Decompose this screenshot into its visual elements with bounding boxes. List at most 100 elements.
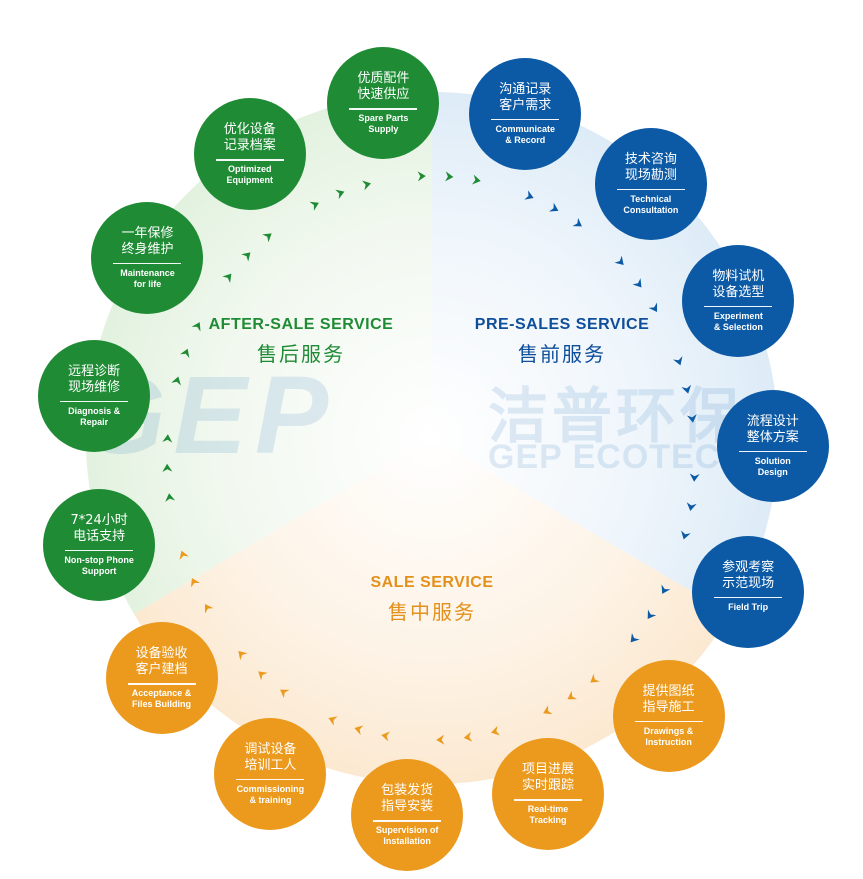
node-label-en: Real-time Tracking	[527, 804, 569, 826]
flow-arrow	[191, 322, 201, 332]
node-label-zh: 设备验收 客户建档	[135, 646, 188, 678]
node-divider	[513, 799, 582, 801]
flow-arrow	[567, 690, 577, 700]
node-commissioning-training: 调试设备 培训工人 Commissioning & training	[214, 718, 327, 831]
node-label-en: Commissioning & training	[236, 784, 305, 806]
node-divider	[714, 597, 783, 599]
node-label-en: Communicate & Record	[495, 123, 556, 145]
node-label-zh: 优质配件 快速供应	[357, 71, 410, 103]
flow-arrow	[661, 584, 671, 594]
flow-arrow	[354, 725, 364, 736]
sale-title: SALE SERVICE 售中服务	[352, 574, 512, 625]
after-sale-title-zh: 售后服务	[257, 342, 345, 366]
watermark-en: GEP ECOTECH	[488, 438, 746, 476]
flow-arrow	[309, 201, 319, 211]
flow-arrow	[328, 716, 338, 726]
node-field-trip: 参观考察 示范现场 Field Trip	[692, 536, 805, 649]
flow-arrow	[632, 278, 642, 288]
node-real-time-tracking: 项目进展 实时跟踪 Real-time Tracking	[491, 738, 604, 851]
flow-arrow	[162, 463, 173, 472]
flow-arrow	[686, 502, 697, 511]
after-sale-title-en: AFTER-SALE SERVICE	[208, 316, 394, 333]
node-label-en: Solution Design	[754, 455, 791, 477]
flow-arrow	[171, 376, 181, 386]
node-label-en: Technical Consultation	[623, 193, 679, 215]
node-drawings-instruction: 提供图纸 指导施工 Drawings & Instruction	[612, 659, 725, 772]
node-label-zh: 参观考察 示范现场	[722, 560, 775, 592]
pre-sales-title: PRE-SALES SERVICE 售前服务	[462, 316, 662, 367]
node-label-zh: 远程诊断 现场维修	[68, 363, 121, 395]
flow-arrow	[417, 171, 426, 182]
node-label-zh: 提供图纸 指导施工	[642, 683, 695, 715]
node-diagnosis-repair: 远程诊断 现场维修 Diagnosis & Repair	[38, 339, 151, 452]
node-label-en: Acceptance & Files Building	[131, 688, 192, 710]
flow-arrow	[648, 302, 658, 312]
flow-arrow	[436, 734, 445, 745]
flow-arrow	[689, 473, 700, 482]
node-acceptance-files: 设备验收 客户建档 Acceptance & Files Building	[105, 622, 218, 735]
flow-arrow	[445, 171, 454, 182]
node-divider	[491, 118, 560, 121]
pre-sales-title-en: PRE-SALES SERVICE	[474, 316, 650, 333]
node-spare-parts: 优质配件 快速供应 Spare Parts Supply	[327, 47, 440, 160]
node-divider	[215, 159, 284, 161]
flow-arrow	[630, 633, 640, 643]
node-maintenance-life: 一年保修 终身维护 Maintenance for life	[91, 201, 204, 314]
sale-title-zh: 售中服务	[388, 600, 476, 624]
flow-arrow	[647, 609, 657, 620]
node-label-zh: 技术咨询 现场勘测	[624, 151, 677, 183]
flow-arrow	[686, 414, 697, 423]
flow-arrow	[381, 731, 391, 742]
node-label-zh: 物料试机 设备选型	[712, 269, 765, 301]
flow-arrows	[162, 171, 700, 745]
flow-arrow	[190, 578, 200, 588]
node-label-en: Maintenance for life	[120, 267, 175, 289]
flow-arrow	[681, 530, 691, 540]
flow-arrow	[614, 255, 624, 265]
flow-arrow	[572, 217, 582, 227]
node-label-zh: 7*24小时 电话支持	[70, 512, 128, 544]
flow-arrow	[179, 550, 189, 560]
flow-arrow	[222, 273, 232, 283]
node-divider	[349, 108, 418, 110]
flow-arrow	[362, 180, 371, 191]
flow-arrow	[673, 356, 683, 366]
node-divider	[65, 549, 134, 551]
node-label-en: Drawings & Instruction	[643, 725, 694, 747]
flow-arrow	[590, 673, 600, 683]
node-divider	[738, 450, 807, 452]
node-label-zh: 调试设备 培训工人	[244, 742, 297, 774]
flow-arrow	[258, 671, 268, 681]
flow-arrow	[165, 493, 176, 502]
node-divider	[127, 683, 196, 685]
flow-arrow	[549, 202, 559, 212]
node-label-zh: 沟通记录 客户需求	[499, 81, 552, 113]
node-divider	[60, 400, 129, 403]
sale-title-en: SALE SERVICE	[370, 574, 494, 591]
sale-sector	[134, 438, 730, 785]
flow-arrow	[681, 384, 692, 394]
node-divider	[373, 820, 442, 822]
node-optimized-equipment: 优化设备 记录档案 Optimized Equipment	[193, 98, 306, 211]
watermark-cn: 洁普环保	[488, 382, 744, 452]
node-divider	[113, 262, 182, 265]
node-divider	[704, 306, 773, 308]
node-label-zh: 流程设计 整体方案	[746, 413, 799, 445]
flow-arrow	[238, 651, 248, 661]
flow-arrow	[180, 348, 190, 358]
flow-arrow	[463, 731, 473, 742]
node-technical-consultation: 技术咨询 现场勘测 Technical Consultation	[594, 127, 707, 240]
flow-arrow	[543, 705, 553, 715]
node-label-en: Diagnosis & Repair	[68, 405, 121, 427]
node-divider	[616, 188, 685, 191]
node-label-en: Experiment & Selection	[713, 311, 763, 333]
flow-arrow	[524, 190, 534, 200]
node-label-zh: 项目进展 实时跟踪	[521, 762, 574, 794]
node-label-en: Field Trip	[728, 602, 769, 613]
node-label-en: Spare Parts Supply	[358, 113, 409, 135]
flow-arrow	[262, 233, 272, 243]
node-supervision-installation: 包装发货 指导安装 Supervision of Installation	[351, 759, 464, 872]
node-label-en: Supervision of Installation	[375, 825, 439, 847]
flow-arrow	[335, 189, 345, 200]
